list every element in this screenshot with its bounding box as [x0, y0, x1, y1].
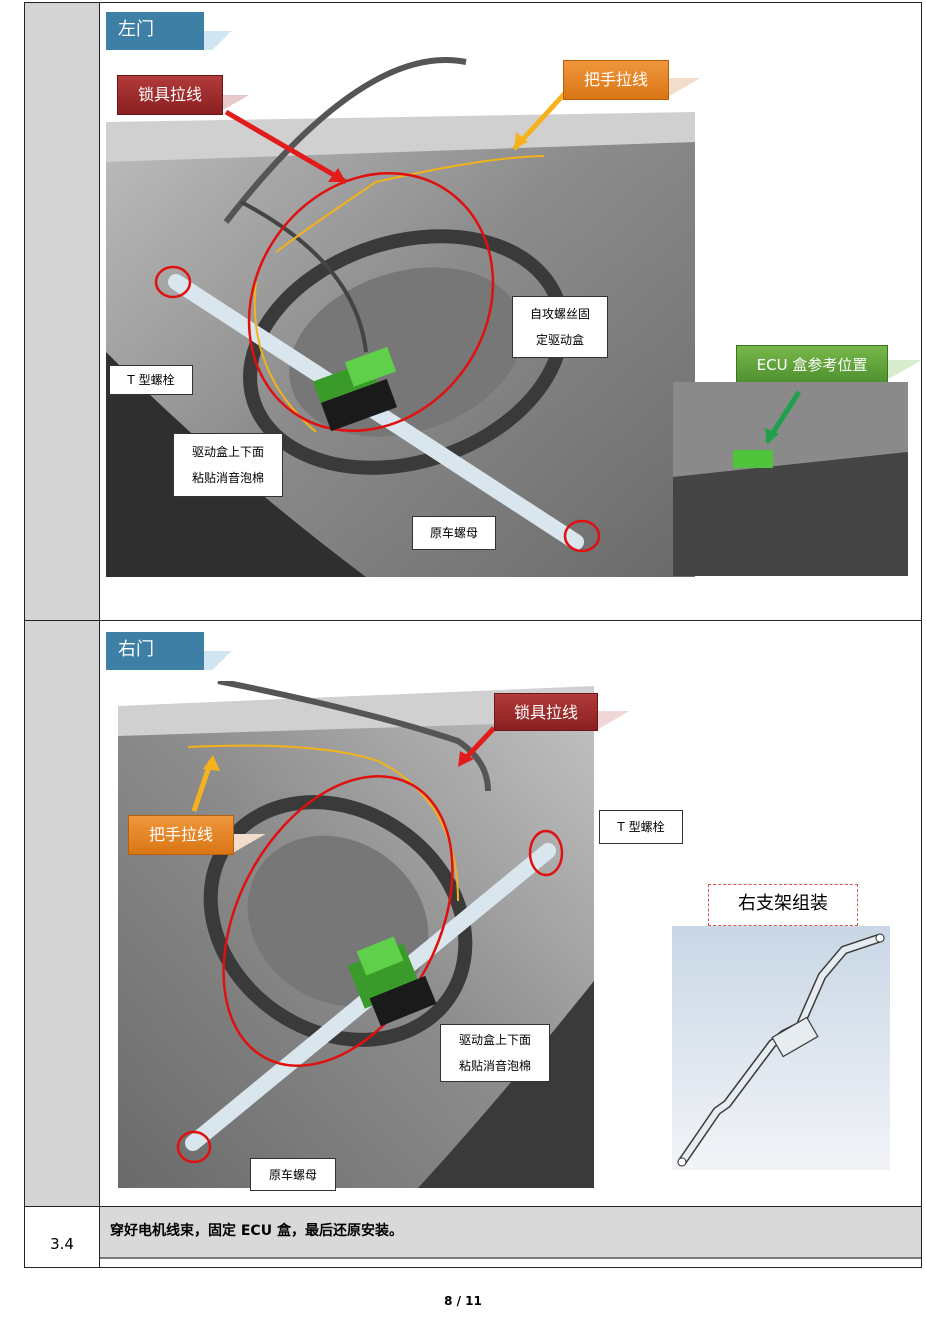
right-drive-box-foam-note: 驱动盒上下面 粘贴消音泡棉 [440, 1024, 550, 1082]
step-description: 穿好电机线束，固定 ECU 盒，最后还原安装。 [110, 1223, 403, 1239]
left-lock-cable-tail [223, 95, 251, 109]
left-column-row2 [25, 620, 100, 1206]
page-number: 8 / 11 [444, 1294, 482, 1308]
right-bracket-assembly-title: 右支架组装 [708, 884, 858, 926]
ecu-reference-tail [888, 360, 924, 378]
right-bracket-photo [672, 926, 890, 1170]
right-handle-cable-tail [234, 834, 266, 852]
left-drive-box-foam-note: 驱动盒上下面 粘贴消音泡棉 [173, 433, 283, 497]
right-lock-cable-label: 锁具拉线 [494, 693, 598, 731]
left-original-nut-note: 原车螺母 [412, 516, 496, 550]
left-handle-cable-label: 把手拉线 [563, 60, 669, 100]
left-door-header: 左门 [106, 12, 204, 50]
row-divider-2 [24, 1206, 922, 1207]
left-lock-cable-label: 锁具拉线 [117, 75, 223, 115]
ecu-inset-photo [673, 382, 908, 576]
table-frame [24, 2, 922, 1268]
right-t-bolt-note: T 型螺栓 [599, 810, 683, 844]
step-row-background [100, 1207, 921, 1259]
right-door-photo [118, 681, 594, 1188]
left-door-header-tail [204, 31, 240, 50]
left-self-tap-screw-note: 自攻螺丝固 定驱动盒 [512, 296, 608, 358]
right-handle-cable-label: 把手拉线 [128, 815, 234, 855]
right-door-header-tail [204, 651, 240, 670]
step-number: 3.4 [50, 1235, 74, 1253]
left-handle-cable-tail [669, 78, 701, 96]
left-column-row1 [25, 3, 100, 620]
right-original-nut-note: 原车螺母 [250, 1158, 336, 1191]
ecu-reference-label: ECU 盒参考位置 [736, 345, 888, 383]
column-divider [99, 2, 100, 1268]
row-divider-1 [24, 620, 922, 621]
step-row-underline [100, 1257, 921, 1259]
right-door-header: 右门 [106, 632, 204, 670]
right-lock-cable-tail [598, 711, 630, 729]
left-t-bolt-note: T 型螺栓 [109, 365, 193, 395]
